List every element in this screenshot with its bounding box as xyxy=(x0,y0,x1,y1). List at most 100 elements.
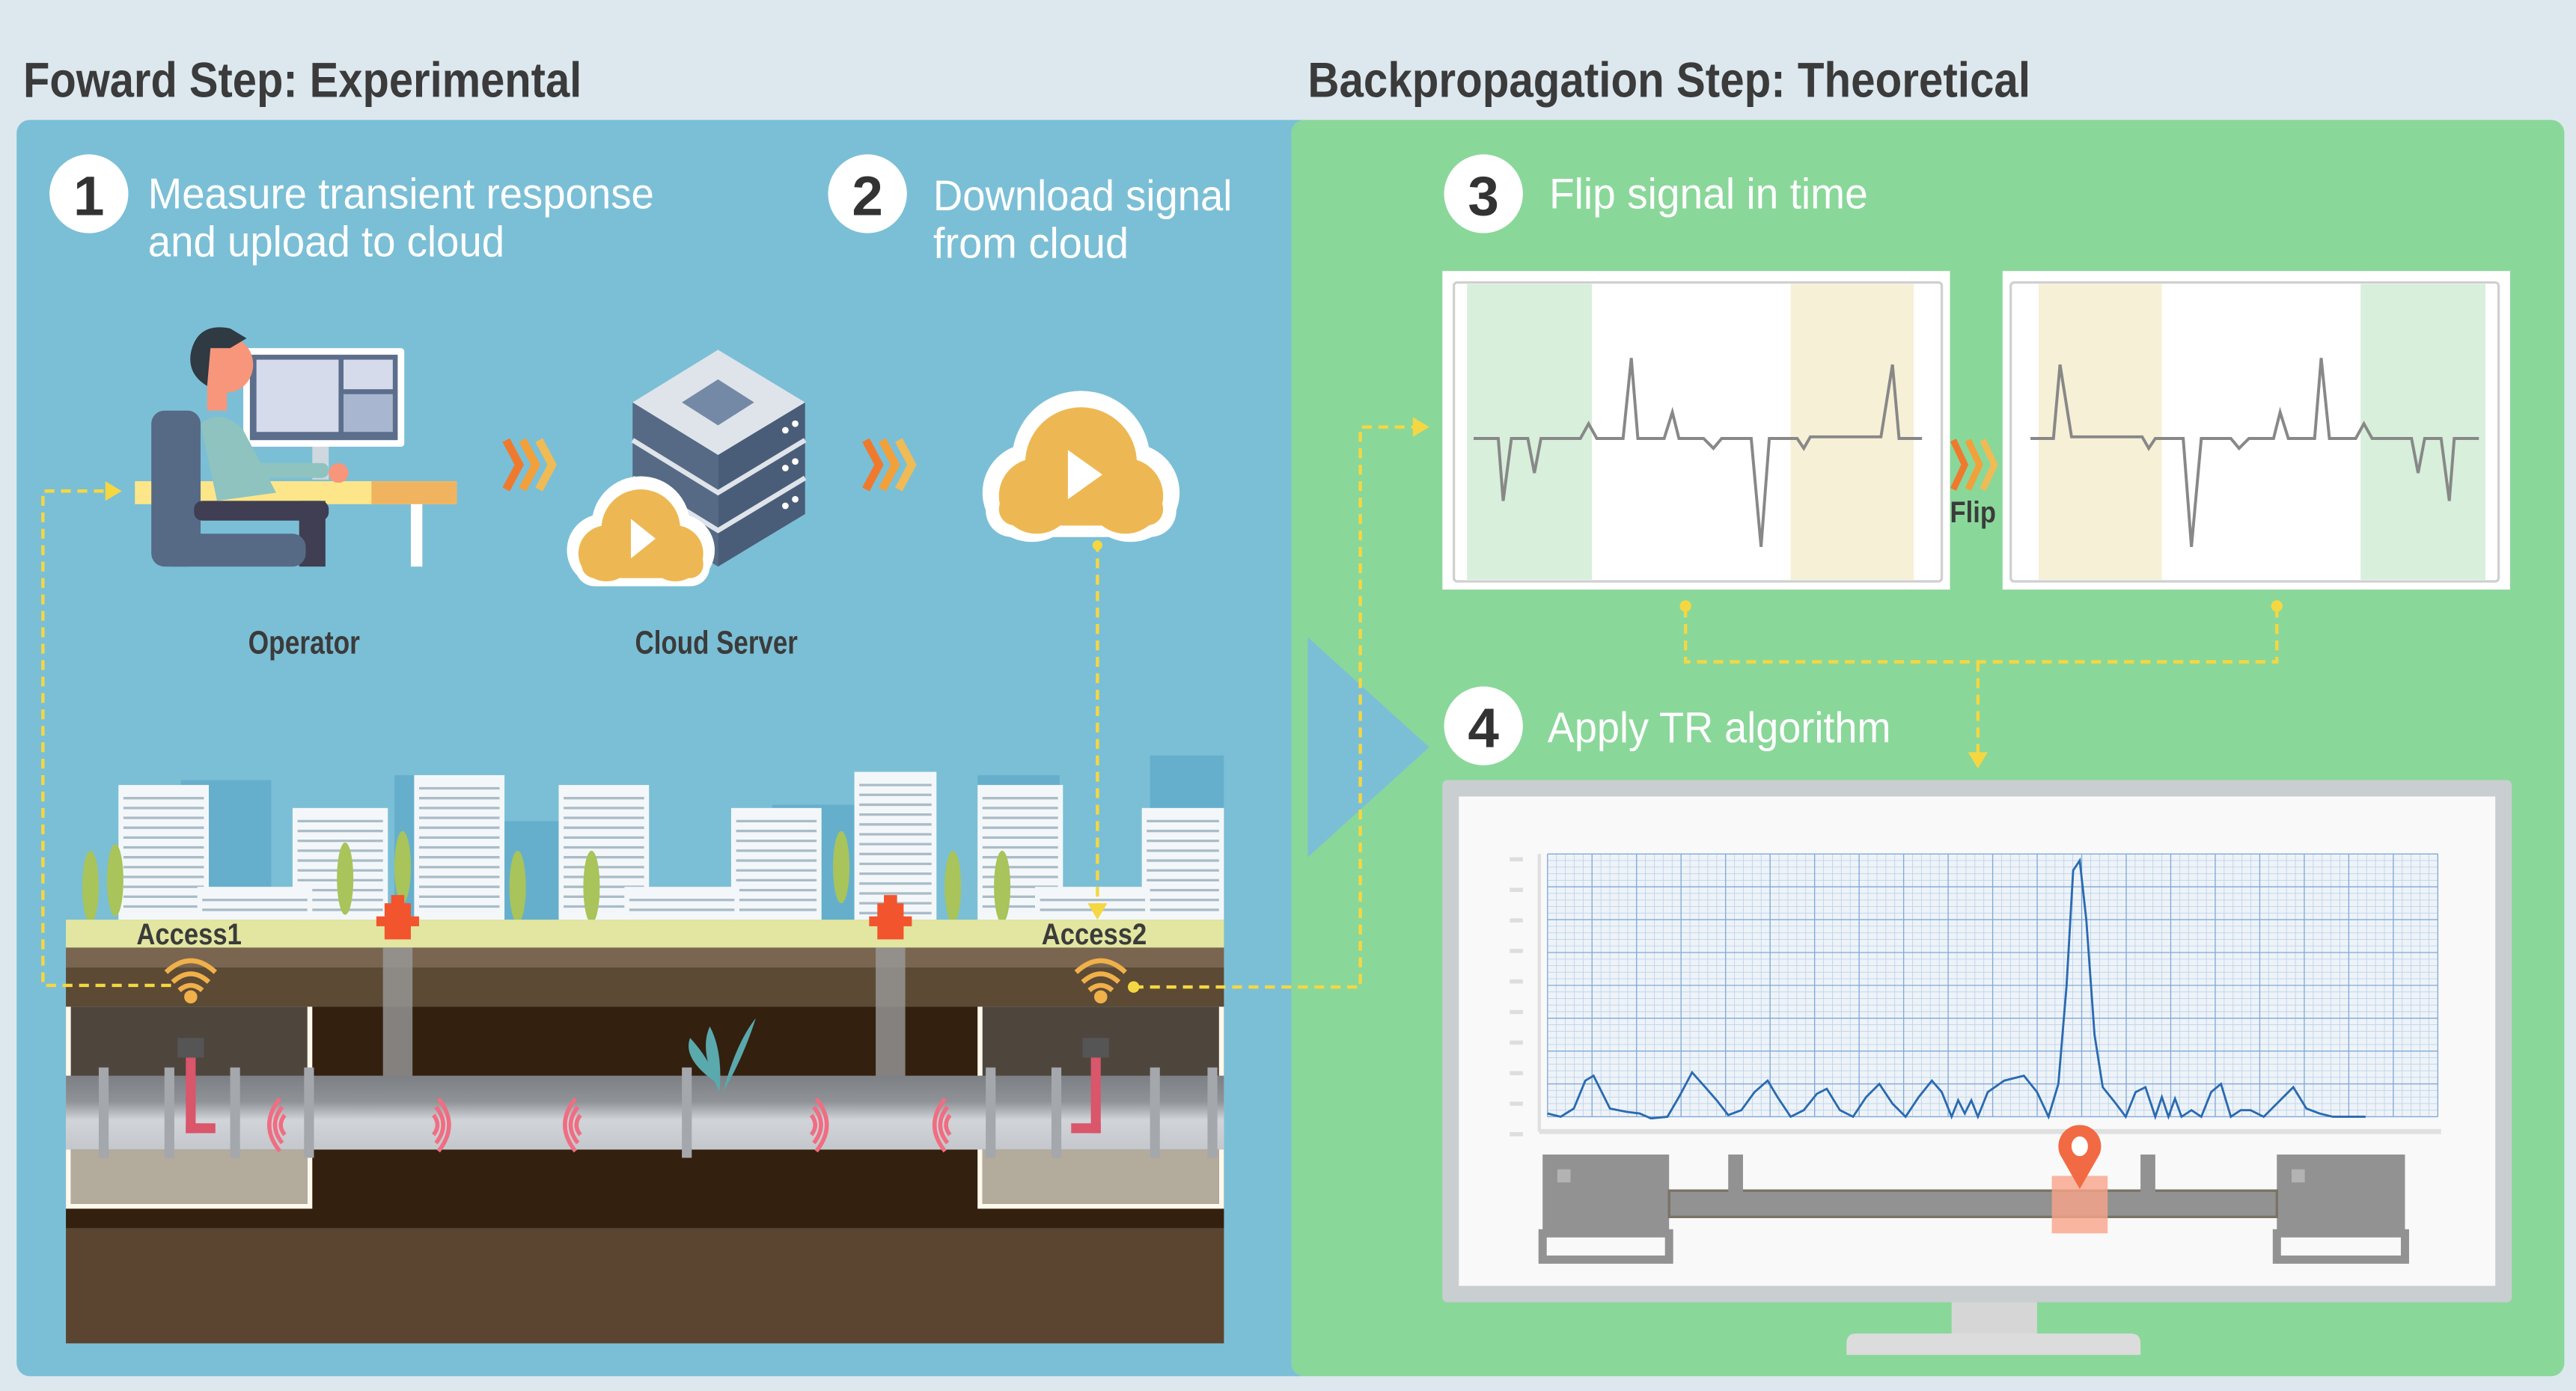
pipeline-schematic xyxy=(1538,1154,2409,1264)
original-signal-panel xyxy=(1442,271,1950,590)
pipe-flange xyxy=(986,1067,996,1158)
step-number-badge xyxy=(828,154,907,233)
access1-label: Access1 xyxy=(136,918,241,951)
step-4-header: 4 Apply TR algorithm xyxy=(1444,686,1891,765)
y-tick xyxy=(1510,1071,1523,1075)
backward-step-title: Backpropagation Step: Theoretical xyxy=(1307,52,2030,107)
step-text-line: Apply TR algorithm xyxy=(1548,704,1891,752)
tree xyxy=(106,844,123,917)
flip-chevron-icon xyxy=(1950,438,1998,491)
pressure-wave-icon xyxy=(809,1113,818,1137)
operator-illustration xyxy=(135,327,457,567)
flipped-signal-waveform xyxy=(2030,358,2479,548)
building xyxy=(624,887,739,920)
hydrant-icon xyxy=(376,895,419,940)
pipe-flange xyxy=(98,1067,109,1158)
step-number-badge xyxy=(49,154,129,233)
chevron-arrows-icon xyxy=(502,438,557,492)
leak-location-pin-icon xyxy=(2058,1125,2102,1190)
y-axis-ticks xyxy=(1510,857,1523,1137)
hydrant-icon xyxy=(869,895,912,940)
pressure-wave-icon xyxy=(944,1113,952,1137)
wifi-sensor-icon xyxy=(1074,958,1127,1004)
access2-label: Access2 xyxy=(1042,918,1147,951)
y-tick xyxy=(1510,857,1523,862)
step-number-badge xyxy=(1444,154,1523,233)
tree xyxy=(994,850,1011,923)
wifi-sensor-icon xyxy=(164,958,218,1004)
step-number-badge xyxy=(1444,686,1523,765)
y-tick xyxy=(1510,1132,1523,1137)
pressure-wave-icon xyxy=(278,1113,287,1137)
building xyxy=(197,887,313,920)
forward-step-title: Foward Step: Experimental xyxy=(23,52,582,107)
tree xyxy=(337,842,354,915)
y-tick xyxy=(1510,918,1523,923)
tr-focusing-curve xyxy=(1547,857,2366,1120)
step-number: 4 xyxy=(1468,697,1499,759)
pipe-flange xyxy=(1051,1067,1062,1158)
person-arm xyxy=(246,462,329,478)
pressure-waves xyxy=(267,1097,952,1153)
building xyxy=(118,785,210,920)
step-text-line: Measure transient response xyxy=(148,171,654,218)
pressure-wave-icon xyxy=(267,1097,281,1153)
person-hair xyxy=(190,327,247,386)
person-legs xyxy=(194,501,329,521)
download-cloud-icon xyxy=(982,391,1180,542)
person-body xyxy=(201,417,276,501)
step-number: 2 xyxy=(852,165,882,227)
step-2-header: 2 Download signal from cloud xyxy=(828,154,1232,268)
tree xyxy=(509,850,526,923)
chair-back xyxy=(151,410,201,567)
screen-window xyxy=(256,359,339,432)
building xyxy=(730,807,822,920)
y-tick xyxy=(1510,949,1523,953)
operator-label: Operator xyxy=(248,625,360,661)
tree xyxy=(82,850,99,923)
pipe-flange xyxy=(164,1067,174,1158)
y-tick xyxy=(1510,1009,1523,1015)
y-tick xyxy=(1510,979,1523,984)
step-text-line: from cloud xyxy=(933,220,1129,268)
valve-icon xyxy=(177,1038,216,1134)
step-number: 1 xyxy=(73,165,104,227)
building xyxy=(1141,807,1224,920)
chevron-arrows-icon xyxy=(862,438,917,492)
screen-window xyxy=(343,394,393,432)
screen-window xyxy=(343,359,393,390)
flip-label: Flip xyxy=(1950,496,1996,529)
signal-waveform xyxy=(1474,358,1923,548)
upload-cloud-icon xyxy=(567,476,715,587)
water-pipe xyxy=(66,1075,1224,1150)
pipe-flange xyxy=(304,1067,314,1158)
arrowhead-icons xyxy=(105,417,2283,993)
leak-water-spray-icon xyxy=(689,1018,756,1092)
person-hand xyxy=(329,462,349,483)
y-tick xyxy=(1510,1101,1523,1106)
pressure-wave-icon xyxy=(938,1105,950,1145)
step-number: 3 xyxy=(1468,165,1499,227)
flipped-signal-panel xyxy=(2002,271,2510,590)
desk-leg xyxy=(410,504,423,567)
tree xyxy=(833,831,849,904)
tree xyxy=(583,850,600,923)
chart-grid xyxy=(1547,853,2439,1118)
pressure-wave-icon xyxy=(563,1097,578,1153)
tree xyxy=(944,850,962,923)
pressure-wave-icon xyxy=(814,1097,829,1153)
desk-edge xyxy=(371,481,457,504)
y-tick xyxy=(1510,1040,1523,1045)
pressure-wave-icon xyxy=(272,1105,284,1145)
pressure-wave-icon xyxy=(574,1113,582,1137)
step-text-line: and upload to cloud xyxy=(148,218,504,266)
step-3-header: 3 Flip signal in time xyxy=(1444,154,1868,233)
step-1-header: 1 Measure transient response and upload … xyxy=(49,154,654,266)
pressure-wave-icon xyxy=(436,1097,451,1153)
pipe-flange xyxy=(682,1067,692,1158)
pipe-flange xyxy=(1207,1067,1218,1158)
valve-icon xyxy=(1071,1038,1109,1134)
step-text-line: Download signal xyxy=(933,172,1232,220)
chair-seat xyxy=(157,534,306,567)
